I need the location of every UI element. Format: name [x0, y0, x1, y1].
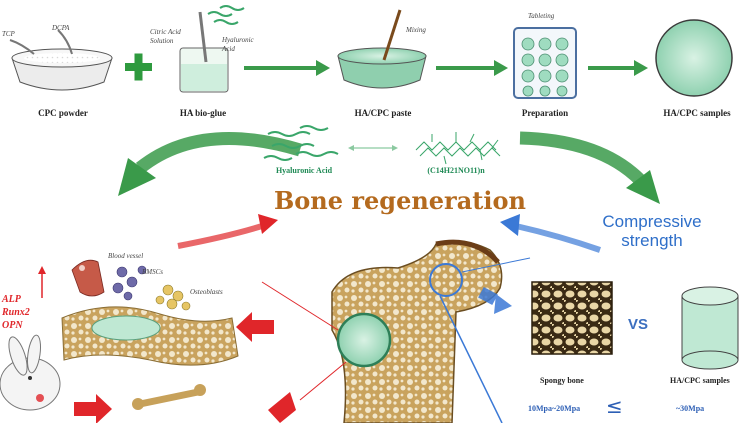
mixing-label: Mixing [406, 26, 426, 34]
marker-opn: OPN [2, 320, 23, 331]
femur-illustration [132, 384, 206, 410]
marker-runx2: Runx2 [2, 307, 30, 318]
tcp-label: TCP [2, 30, 15, 38]
tableting-plate [513, 27, 577, 99]
blood-vessel-label: Blood vessel [108, 252, 144, 260]
cpc-powder-label: CPC powder [38, 108, 88, 118]
femur-head-bone [331, 239, 503, 423]
hyaluronic-acid-label: Hyaluronic Acid [275, 166, 333, 175]
red-connector-2 [299, 361, 347, 401]
blood-vessel [71, 259, 105, 297]
arrow-step-1 [244, 60, 330, 76]
citric-acid-label: Citric Acid Solution [150, 28, 181, 45]
red-block-arrow-rabbit [74, 394, 112, 423]
equivalence-arrow [348, 145, 398, 151]
ha-bio-glue-beaker [179, 5, 245, 93]
spongy-bone-sample [531, 281, 613, 355]
cpc-powder-bowl [9, 29, 113, 91]
osteoblasts-label: Osteoblasts [190, 288, 223, 296]
ha-cpc-cylinder [681, 286, 739, 370]
hyaluronic-acid-strands [263, 125, 339, 161]
arrow-step-3 [588, 60, 648, 76]
upregulation-arrow [38, 266, 46, 298]
green-curve-right [519, 131, 645, 185]
green-curve-left-head [118, 158, 156, 196]
red-block-arrow-slab [236, 312, 274, 342]
green-curve-right-head [626, 170, 660, 204]
ha-cpc-paste-label: HA/CPC paste [354, 108, 412, 118]
red-connector-1 [261, 281, 339, 331]
arrow-step-2 [436, 60, 508, 76]
leq-symbol: ≤ [606, 394, 623, 418]
mixing-bowl [337, 9, 427, 89]
dcpa-label: DCPA [52, 24, 70, 32]
ha-cpc-sample-disk [655, 19, 733, 97]
blue-connector-2 [439, 295, 503, 423]
hyaluronic-acid-top-label: Hyaluronic Acid [222, 36, 254, 53]
bmscs-label: BMSCs [142, 268, 163, 276]
spongy-range-label: 10Mpa~20Mpa [528, 404, 581, 413]
blue-arrow-to-title [515, 223, 601, 253]
blue-block-arrow [478, 286, 512, 314]
red-arrow-to-title-head [258, 214, 278, 234]
bone-regeneration-title: Bone regeneration [274, 186, 526, 215]
red-arrow-to-title [177, 223, 263, 249]
blue-arrow-to-title-head [500, 214, 520, 236]
plus-icon [125, 53, 152, 81]
compressive-strength-label: Compressive strength [602, 212, 702, 250]
blue-connector-1 [461, 257, 531, 273]
ha-bio-glue-label: HA bio-glue [179, 108, 227, 118]
tableting-label: Tableting [528, 12, 555, 20]
bone-slab [61, 306, 239, 366]
vs-label: VS [628, 316, 649, 333]
formula-label: (C14H21NO11)n [427, 166, 485, 175]
sample-value-label: ~30Mpa [676, 404, 705, 413]
ha-cpc-samples-bottom-label: HA/CPC samples [670, 376, 730, 385]
green-curve-left [135, 132, 302, 174]
ha-cpc-samples-label: HA/CPC samples [663, 108, 731, 118]
rabbit [0, 334, 61, 411]
red-block-arrow-femur [268, 392, 296, 423]
marker-alp: ALP [2, 294, 21, 305]
bmsc-cells [112, 265, 147, 301]
molecular-structure [415, 132, 501, 165]
spongy-bone-label: Spongy bone [540, 376, 584, 385]
preparation-label: Preparation [521, 108, 569, 118]
osteoblast-cells [155, 284, 191, 311]
